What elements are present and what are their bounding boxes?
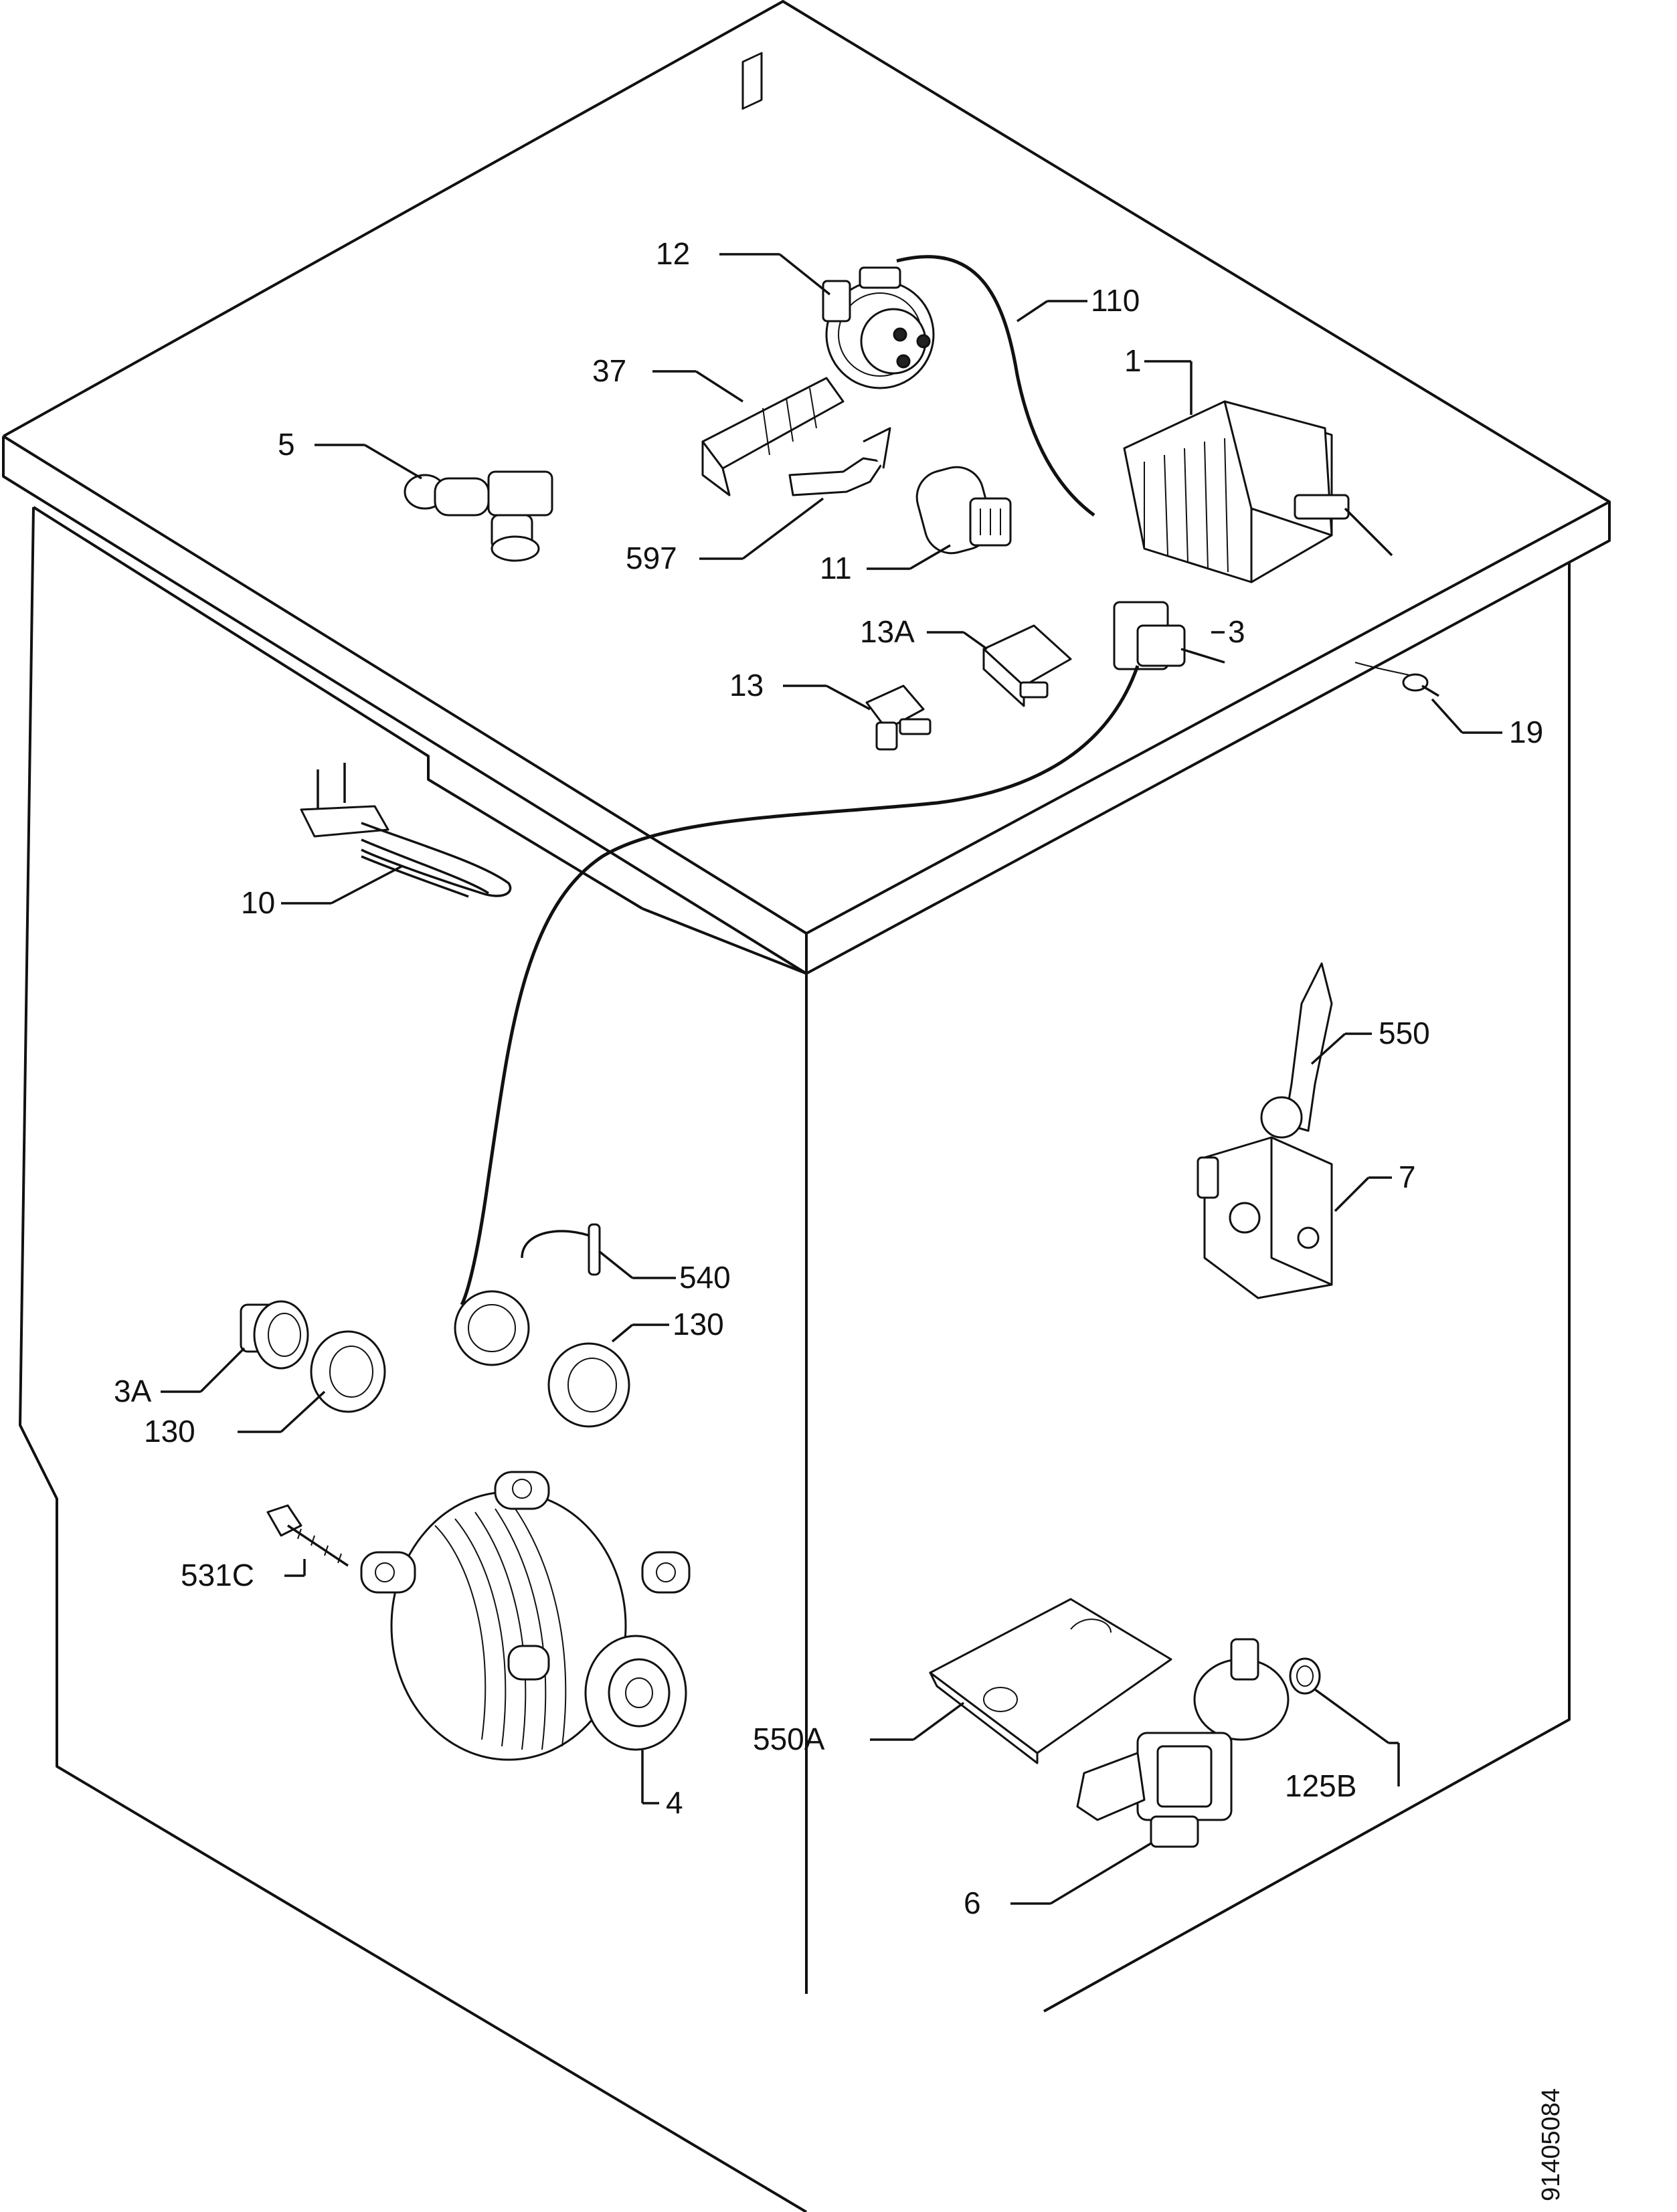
inlet-valve-5	[404, 470, 553, 562]
callout-597: 597	[626, 541, 677, 575]
callout-37: 37	[592, 353, 626, 388]
connector-13	[865, 684, 932, 751]
pressure-switch-12	[822, 266, 935, 389]
callout-531C: 531C	[181, 1558, 254, 1592]
lock-cover-550A	[929, 1598, 1172, 1764]
callout-labels: 12 110 1 37 5 597 11 13A 3 13 19 10 550 …	[114, 236, 1543, 1920]
o-ring-125B	[1289, 1657, 1321, 1695]
wire-harness	[460, 665, 1140, 1306]
callout-550: 550	[1379, 1016, 1430, 1050]
door-lock-7	[1197, 962, 1333, 1299]
callout-13: 13	[729, 668, 764, 703]
callout-13A: 13A	[860, 614, 915, 649]
callout-12: 12	[656, 236, 690, 271]
callout-6: 6	[964, 1885, 981, 1920]
grommet-130-right	[547, 1342, 630, 1428]
callout-130-left: 130	[144, 1414, 195, 1449]
callout-1: 1	[1124, 343, 1142, 378]
leader-lines	[161, 253, 1502, 1905]
sensor-19	[1354, 662, 1439, 697]
callout-3: 3	[1228, 614, 1245, 649]
callout-4: 4	[666, 1785, 683, 1820]
heating-element-10	[300, 763, 512, 898]
screw-531C	[266, 1504, 349, 1567]
callout-7: 7	[1399, 1160, 1416, 1194]
terminal-strip-37	[701, 52, 845, 496]
callout-540: 540	[679, 1260, 731, 1295]
grommet-wire	[454, 1290, 530, 1366]
callout-550A: 550A	[753, 1722, 825, 1756]
callout-110: 110	[1091, 283, 1140, 318]
capacitor-11	[915, 466, 1012, 555]
clip-597	[788, 427, 891, 496]
timer-1	[1123, 400, 1393, 583]
callout-10: 10	[241, 885, 275, 920]
hose-110	[896, 255, 1095, 517]
callout-5: 5	[278, 427, 295, 462]
motor-4	[360, 1471, 691, 1761]
cabinet-outline	[2, 0, 1611, 2212]
safety-switch-3A	[240, 1300, 309, 1370]
callout-125B: 125B	[1285, 1768, 1356, 1803]
grommet-130-left	[310, 1330, 386, 1413]
callout-130-right: 130	[673, 1307, 724, 1342]
document-number: 91405084	[1537, 2088, 1565, 2201]
connector-13A	[982, 624, 1072, 707]
drain-pump-6	[1076, 1638, 1290, 1848]
door-switch-3	[1113, 601, 1225, 670]
callout-3A: 3A	[114, 1374, 152, 1408]
wire-clip-540	[521, 1223, 601, 1276]
callout-11: 11	[820, 551, 852, 585]
callout-19: 19	[1509, 715, 1543, 749]
